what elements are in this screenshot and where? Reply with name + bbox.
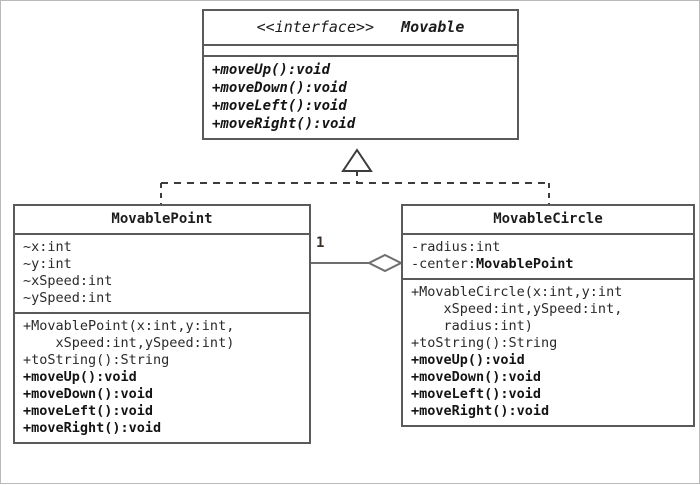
movable-circle-method: +moveDown():void	[411, 369, 542, 385]
attribute-text: -radius:int	[411, 239, 501, 255]
interface-title: <<interface>> Movable	[204, 11, 517, 44]
movable-point-method: +moveLeft():void	[23, 403, 154, 419]
interface-method: +moveUp():void	[212, 62, 331, 78]
interface-methods-compartment: +moveUp():void +moveDown():void +moveLef…	[204, 55, 517, 138]
attribute-type: MovablePoint	[476, 256, 574, 272]
movable-point-method: +moveRight():void	[23, 420, 162, 436]
movable-point-attribute: ~xSpeed:int	[23, 273, 113, 289]
interface-method: +moveDown():void	[212, 80, 347, 96]
movable-point-method: +MovablePoint(x:int,y:int,	[23, 318, 235, 334]
interface-method: +moveLeft():void	[212, 98, 347, 114]
aggregation-multiplicity-label: 1	[316, 235, 325, 251]
movable-circle-method: +moveUp():void	[411, 352, 525, 368]
movable-circle-method: radius:int)	[411, 318, 533, 334]
movable-circle-title: MovableCircle	[493, 211, 603, 227]
class-box-movable-circle[interactable]: MovableCircle -radius:int -center:Movabl…	[401, 204, 695, 427]
attribute-text: -center:	[411, 256, 477, 272]
movable-circle-method: +toString():String	[411, 335, 558, 351]
movable-point-attribute: ~y:int	[23, 256, 72, 272]
movable-circle-attribute: -radius:int	[403, 239, 693, 256]
movable-circle-method: +MovableCircle(x:int,y:int	[411, 284, 623, 300]
interface-name: Movable	[401, 18, 465, 36]
movable-circle-method: +moveLeft():void	[411, 386, 542, 402]
movable-circle-methods-compartment: +MovableCircle(x:int,y:int xSpeed:int,yS…	[403, 278, 693, 425]
class-box-movable-interface[interactable]: <<interface>> Movable +moveUp():void +mo…	[202, 9, 519, 140]
movable-circle-attributes-compartment: -radius:int -center:MovablePoint	[403, 233, 693, 278]
movable-circle-attribute: -center:MovablePoint	[403, 256, 693, 273]
movable-point-attribute: ~x:int	[23, 239, 72, 255]
movable-point-attribute: ~ySpeed:int	[23, 290, 113, 306]
realization-triangle-arrowhead	[341, 148, 373, 172]
aggregation-hollow-diamond	[366, 253, 404, 273]
movable-point-attributes-compartment: ~x:int ~y:int ~xSpeed:int ~ySpeed:int	[15, 233, 309, 312]
movable-point-method: xSpeed:int,ySpeed:int)	[23, 335, 235, 351]
interface-method: +moveRight():void	[212, 116, 356, 132]
movable-circle-method: xSpeed:int,ySpeed:int,	[411, 301, 623, 317]
movable-point-title: MovablePoint	[111, 211, 213, 227]
movable-point-method: +moveUp():void	[23, 369, 137, 385]
movable-circle-method: +moveRight():void	[411, 403, 550, 419]
movable-point-method: +toString():String	[23, 352, 170, 368]
class-box-movable-point[interactable]: MovablePoint ~x:int ~y:int ~xSpeed:int ~…	[13, 204, 311, 444]
movable-point-method: +moveDown():void	[23, 386, 154, 402]
movable-point-methods-compartment: +MovablePoint(x:int,y:int, xSpeed:int,yS…	[15, 312, 309, 442]
interface-stereotype: <<interface>>	[256, 18, 375, 36]
interface-attributes-compartment	[204, 44, 517, 55]
